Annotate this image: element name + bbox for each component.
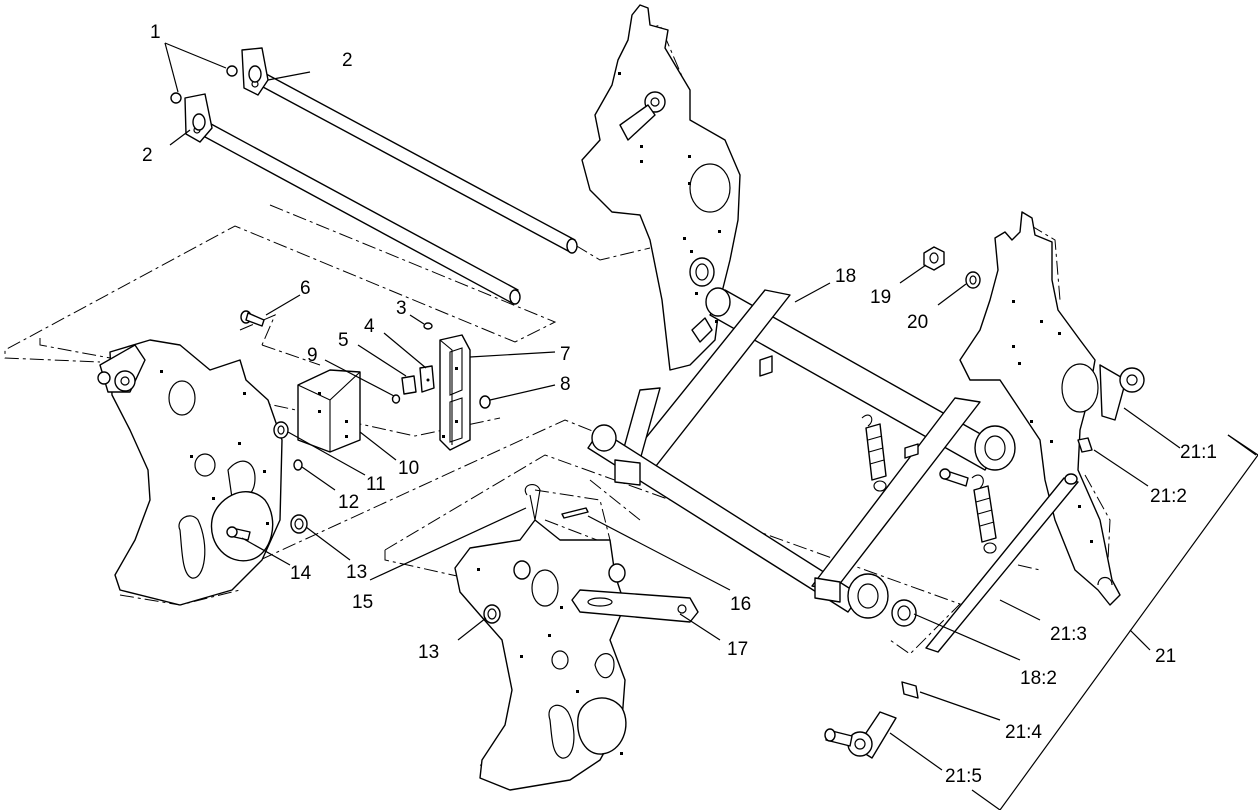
callout-5: 5 — [338, 330, 349, 351]
bushing-part-18-2 — [891, 599, 917, 627]
bolt-part-6 — [240, 310, 265, 327]
lower-side-plate — [454, 519, 627, 791]
callout-21-2: 21:2 — [1150, 486, 1187, 507]
callout-14: 14 — [290, 563, 312, 584]
callout-2-lower: 2 — [142, 145, 153, 166]
callout-18: 18 — [835, 266, 856, 287]
small-bolt-part-12 — [293, 459, 303, 471]
callout-labels: 1 2 2 3 4 5 6 7 8 9 10 11 12 13 13 14 15… — [142, 22, 1217, 787]
callout-8: 8 — [560, 374, 571, 395]
screw-part-3 — [423, 322, 433, 330]
clip-pin-part-15 — [524, 484, 541, 521]
callout-2-upper: 2 — [342, 50, 353, 71]
link-part-17 — [571, 589, 699, 623]
tube-part-21-3 — [925, 473, 1079, 653]
nut-part-19 — [923, 246, 945, 271]
bolt-spring-anchor — [904, 443, 969, 487]
callout-4: 4 — [364, 316, 375, 337]
callout-1: 1 — [150, 22, 161, 43]
callout-19: 19 — [870, 287, 891, 308]
pin-part-14 — [226, 526, 251, 541]
callout-17: 17 — [727, 639, 748, 660]
callout-18-2: 18:2 — [1020, 668, 1057, 689]
callout-15: 15 — [352, 592, 373, 613]
spring-right — [971, 474, 997, 554]
bracket-part-7 — [439, 334, 471, 451]
rod-lower — [184, 93, 521, 305]
washer-part-13-left — [290, 514, 308, 534]
callout-3: 3 — [396, 298, 407, 319]
rod-end-part-21-5 — [824, 711, 897, 759]
nuts-part-1 — [170, 65, 238, 104]
callout-10: 10 — [398, 458, 419, 479]
callout-16: 16 — [730, 594, 751, 615]
rod-end-part-21-1 — [1099, 364, 1145, 421]
callout-21-3: 21:3 — [1050, 624, 1087, 645]
washer-part-20 — [965, 271, 981, 289]
left-side-plate — [97, 339, 283, 606]
callout-11: 11 — [366, 474, 386, 495]
nut-part-11 — [273, 421, 289, 439]
callout-7: 7 — [560, 344, 571, 365]
cotter-pin-part-16 — [561, 507, 589, 519]
rod-upper — [241, 47, 578, 254]
callout-21-1: 21:1 — [1180, 442, 1217, 463]
callout-12: 12 — [338, 492, 359, 513]
frame-side-plate-right — [959, 211, 1121, 606]
nut-part-21-4 — [901, 681, 919, 699]
callout-13-left: 13 — [346, 562, 367, 583]
frame-part-18 — [587, 287, 1016, 619]
nut-part-8 — [479, 395, 491, 409]
bracket-part-10 — [297, 369, 361, 453]
callout-9: 9 — [307, 345, 318, 366]
callout-21-5: 21:5 — [945, 766, 982, 787]
nut-part-21-2 — [1077, 437, 1093, 453]
switch-part-4 — [419, 365, 435, 393]
screw-part-9 — [391, 394, 401, 404]
washer-part-13-lower — [483, 604, 501, 624]
callout-20: 20 — [907, 312, 928, 333]
callout-21: 21 — [1155, 646, 1176, 667]
clip-part-5 — [401, 375, 417, 395]
callout-21-4: 21:4 — [1005, 722, 1042, 743]
leader-lines — [164, 42, 1258, 810]
spring-left — [861, 414, 887, 492]
frame-side-plate-left — [581, 4, 741, 371]
callout-13-lower: 13 — [418, 642, 439, 663]
callout-6: 6 — [300, 278, 311, 299]
